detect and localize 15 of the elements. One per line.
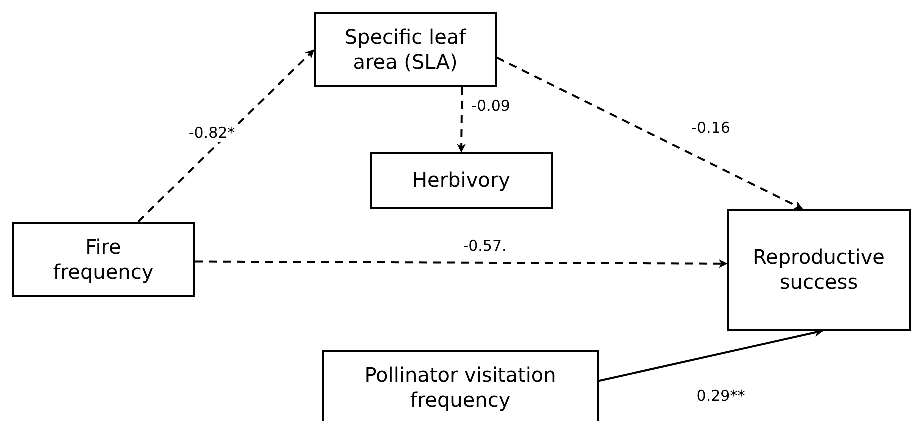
arrow	[138, 50, 315, 223]
variable-box	[727, 209, 911, 331]
variable-name: Specific leaf area (SLA)	[344, 24, 468, 74]
variable-name: Fire frequency	[52, 234, 155, 284]
arrow	[195, 259, 728, 268]
path-coefficient: -0.82*	[186, 124, 238, 142]
variable-name: Herbivory	[412, 168, 510, 193]
variable-box	[370, 152, 553, 209]
variable-box	[322, 350, 599, 421]
arrow	[496, 56, 804, 210]
arrow	[457, 86, 466, 153]
variable-name: Reproductive success	[752, 245, 886, 295]
variable-box	[12, 222, 195, 297]
variable-name: Pollinator visitation frequency	[364, 363, 558, 413]
variable-box	[314, 12, 497, 87]
